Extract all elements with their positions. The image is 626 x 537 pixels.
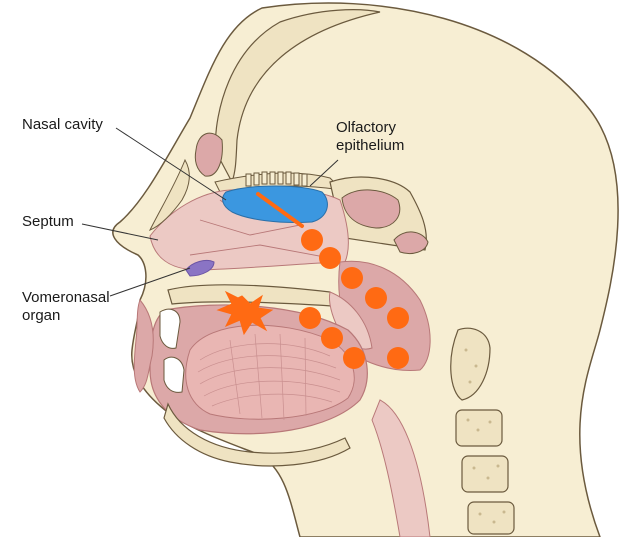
vomeronasal-label-line2: organ [22,307,110,325]
lower-teeth [164,357,184,392]
odor-dot [341,267,363,289]
odor-dot [387,307,409,329]
upper-teeth [160,309,180,348]
olfactory-epithelium-label: Olfactory epithelium [336,119,404,155]
odor-dot [387,347,409,369]
nasal-cavity-label-text: Nasal cavity [22,116,103,133]
odor-dot [301,229,323,251]
vomeronasal-label-line1: Vomeronasal [22,289,110,307]
septum-label: Septum [22,213,74,231]
olfactory-label-line2: epithelium [336,137,404,155]
pituitary-region [394,232,428,254]
nasal-cavity-label: Nasal cavity [22,116,103,134]
odor-dot [299,307,321,329]
olfactory-label-line1: Olfactory [336,119,404,137]
odor-dot [343,347,365,369]
vomeronasal-organ-label: Vomeronasal organ [22,289,110,325]
septum-label-text: Septum [22,213,74,230]
odor-dot [365,287,387,309]
odor-dot [321,327,343,349]
odor-dot [319,247,341,269]
